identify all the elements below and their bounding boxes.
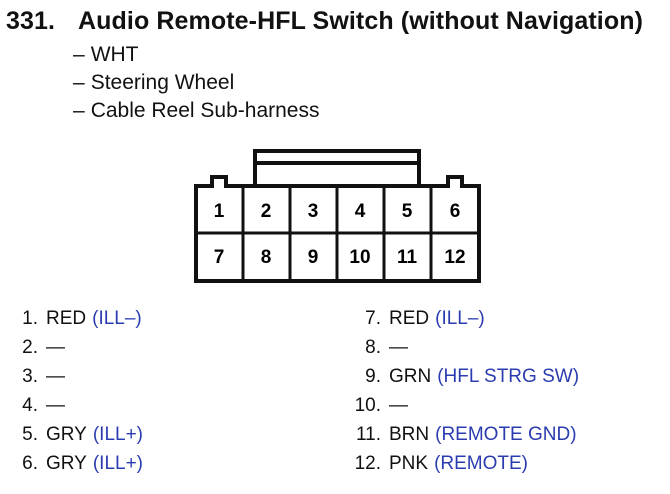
pin-list-item: 6. GRY(ILL+) (10, 453, 143, 475)
subtitle-text: WHT (90, 43, 139, 66)
connector-pin-8: 8 (261, 247, 272, 268)
pin-wire-color: GRY (46, 453, 87, 474)
connector-pin-12: 12 (444, 247, 465, 268)
pin-number: 3. (22, 366, 38, 387)
pin-wire-color: RED (46, 308, 87, 329)
connector-latch-outer (253, 149, 421, 186)
pin-wire-color: — (46, 395, 65, 416)
connector-pin-4: 4 (355, 201, 366, 222)
pin-wire-color: — (389, 395, 408, 416)
pin-function: (ILL+) (92, 453, 144, 474)
pin-number: 2. (22, 337, 38, 358)
pin-list-item: 9. GRN(HFL STRG SW) (345, 366, 579, 388)
pin-function: (REMOTE) (434, 453, 529, 474)
subtitle-dash: – (73, 43, 85, 66)
pin-wire-color: — (46, 337, 65, 358)
pin-list-item: 7. RED(ILL–) (345, 308, 485, 330)
pin-wire-color: — (389, 337, 408, 358)
connector-pin-7: 7 (214, 247, 225, 268)
title-number: 331. (6, 7, 56, 35)
pin-list-item: 3. — (10, 366, 71, 388)
pin-function: (ILL–) (435, 308, 485, 329)
subtitle-dash: – (73, 99, 85, 122)
pin-list-item: 5. GRY(ILL+) (10, 424, 143, 446)
pin-number: 9. (365, 366, 381, 387)
pin-list-item: 2. — (10, 337, 71, 359)
pin-number: 11. (355, 424, 381, 445)
pin-list-item: 10. — (345, 395, 414, 417)
subtitle-text: Cable Reel Sub-harness (90, 99, 320, 122)
pin-list-item: 8. — (345, 337, 414, 359)
connector-pin-3: 3 (308, 201, 319, 222)
pin-list-item: 4. — (10, 395, 71, 417)
pin-wire-color: GRY (46, 424, 87, 445)
subtitle-dash: – (73, 71, 85, 94)
subtitle-color: –WHT (73, 43, 139, 67)
pin-list-item: 11. BRN(REMOTE GND) (345, 424, 577, 446)
connector-pin-6: 6 (450, 201, 461, 222)
pin-number: 1. (22, 308, 38, 329)
connector-left-ear (194, 175, 228, 281)
pin-number: 12. (354, 453, 381, 474)
pin-wire-color: PNK (389, 453, 429, 474)
pin-number: 10. (354, 395, 381, 416)
pin-function: (ILL–) (92, 308, 142, 329)
pin-number: 8. (365, 337, 381, 358)
pin-function: (ILL+) (92, 424, 144, 445)
pin-number: 7. (365, 308, 381, 329)
pin-number: 4. (22, 395, 38, 416)
diagram-title: 331. Audio Remote-HFL Switch (without Nav… (6, 7, 643, 36)
pin-number: 6. (22, 453, 38, 474)
pin-wire-color: BRN (389, 424, 430, 445)
pin-wire-color: RED (389, 308, 430, 329)
connector-right-ear (446, 175, 481, 281)
pin-list-item: 1. RED(ILL–) (10, 308, 142, 330)
connector-pin-5: 5 (402, 201, 413, 222)
connector-pin-10: 10 (349, 247, 370, 268)
pin-wire-color: GRN (389, 366, 432, 387)
connector-pin-11: 11 (397, 247, 418, 268)
pin-function: (HFL STRG SW) (437, 366, 580, 387)
connector-pin-1: 1 (214, 201, 225, 222)
subtitle-location: –Steering Wheel (73, 71, 234, 95)
title-text: Audio Remote-HFL Switch (without Navigat… (78, 7, 644, 35)
connector-pin-9: 9 (308, 247, 319, 268)
pin-list-item: 12. PNK(REMOTE) (345, 453, 528, 475)
pin-function: (REMOTE GND) (435, 424, 577, 445)
pin-number: 5. (22, 424, 38, 445)
pin-wire-color: — (46, 366, 65, 387)
subtitle-text: Steering Wheel (90, 71, 235, 94)
connector-pin-2: 2 (261, 201, 272, 222)
subtitle-harness: –Cable Reel Sub-harness (73, 99, 319, 123)
